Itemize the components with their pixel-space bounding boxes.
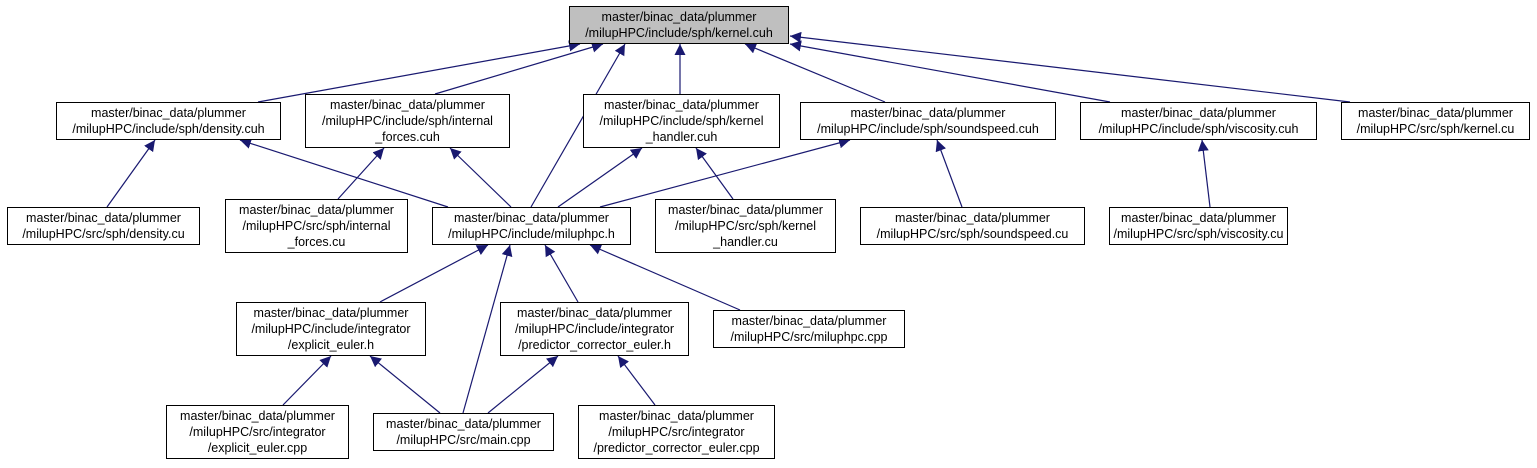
dependency-edge-12 (557, 147, 643, 208)
node-internal-forces-cu[interactable]: master/binac_data/plummer /milupHPC/src/… (225, 199, 408, 253)
node-label-line: master/binac_data/plummer (253, 306, 409, 320)
dependency-edge-23 (487, 355, 559, 414)
node-label-line: master/binac_data/plummer (1121, 106, 1276, 120)
dependency-edge-13 (695, 147, 734, 200)
dependency-edge-6 (789, 40, 1111, 103)
node-label-line: /milupHPC/src/sph/kernel (674, 219, 816, 233)
node-label-line: /explicit_euler.h (287, 338, 375, 352)
node-label-line: /milupHPC/include/sph/density.cuh (72, 122, 265, 136)
node-miluphpc-h[interactable]: master/binac_data/plummer /milupHPC/incl… (432, 207, 631, 245)
node-label-line: master/binac_data/plummer (604, 98, 759, 112)
dependency-edge-9 (337, 147, 385, 200)
dependency-edge-11 (449, 147, 512, 208)
node-label-line: _handler.cuh (645, 130, 718, 144)
dependency-edge-21 (282, 355, 332, 406)
node-internal-forces-cuh[interactable]: master/binac_data/plummer /milupHPC/incl… (305, 94, 510, 148)
node-label-line: /milupHPC/src/main.cpp (396, 433, 531, 447)
node-soundspeed-cu[interactable]: master/binac_data/plummer /milupHPC/src/… (860, 207, 1085, 245)
node-soundspeed-cuh[interactable]: master/binac_data/plummer /milupHPC/incl… (800, 102, 1056, 140)
dependency-edge-18 (462, 244, 513, 414)
node-kernel-handler-cuh[interactable]: master/binac_data/plummer /milupHPC/incl… (583, 94, 780, 148)
node-label-line: master/binac_data/plummer (517, 306, 672, 320)
node-label-line: /milupHPC/src/sph/internal (242, 219, 391, 233)
node-label-line: /milupHPC/src/integrator (189, 425, 326, 439)
dependency-edge-20 (589, 244, 741, 311)
node-label-line: /milupHPC/include/sph/soundspeed.cuh (817, 122, 1039, 136)
dependency-edge-2 (434, 41, 604, 95)
node-label-line: master/binac_data/plummer (850, 106, 1006, 120)
node-label-line: master/binac_data/plummer (386, 417, 541, 431)
node-label-line: master/binac_data/plummer (1121, 211, 1276, 225)
node-kernel-handler-cu[interactable]: master/binac_data/plummer /milupHPC/src/… (655, 199, 836, 253)
node-label-line: master/binac_data/plummer (239, 203, 394, 217)
node-label-line: master/binac_data/plummer (330, 98, 485, 112)
node-miluphpc-cpp[interactable]: master/binac_data/plummer /milupHPC/src/… (713, 310, 905, 348)
node-label-line: /milupHPC/src/integrator (608, 425, 745, 439)
node-label-line: /predictor_corrector_euler.h (518, 338, 671, 352)
node-density-cu[interactable]: master/binac_data/plummer /milupHPC/src/… (7, 207, 200, 245)
node-label-line: /predictor_corrector_euler.cpp (593, 441, 760, 455)
node-label-line: _forces.cuh (375, 130, 440, 144)
node-label-line: /milupHPC/include/miluphpc.h (448, 227, 615, 241)
node-label-line: /milupHPC/src/sph/kernel.cu (1356, 122, 1515, 136)
node-label-line: master/binac_data/plummer (180, 409, 335, 423)
dependency-edge-8 (106, 139, 156, 208)
node-label-line: /milupHPC/src/sph/soundspeed.cu (876, 227, 1069, 241)
node-explicit-euler-h[interactable]: master/binac_data/plummer /milupHPC/incl… (236, 302, 426, 356)
dependency-edge-16 (1197, 139, 1211, 208)
node-predictor-corrector-euler-h[interactable]: master/binac_data/plummer /milupHPC/incl… (500, 302, 689, 356)
node-label-line: master/binac_data/plummer (26, 211, 181, 225)
node-label-line: /explicit_euler.cpp (207, 441, 308, 455)
node-label-line: master/binac_data/plummer (668, 203, 823, 217)
node-label-line: master/binac_data/plummer (601, 10, 757, 24)
dependency-edge-14 (599, 137, 851, 208)
node-kernel-cu[interactable]: master/binac_data/plummer /milupHPC/src/… (1341, 102, 1530, 140)
node-label-line: master/binac_data/plummer (454, 211, 609, 225)
dependency-edge-10 (239, 138, 449, 208)
dependency-edge-1 (257, 40, 581, 103)
node-label-line: master/binac_data/plummer (731, 314, 887, 328)
dependency-edge-22 (369, 355, 441, 414)
node-explicit-euler-cpp[interactable]: master/binac_data/plummer /milupHPC/src/… (166, 405, 349, 459)
node-viscosity-cuh[interactable]: master/binac_data/plummer /milupHPC/incl… (1080, 102, 1317, 140)
node-density-cuh[interactable]: master/binac_data/plummer /milupHPC/incl… (56, 102, 281, 140)
node-label-line: master/binac_data/plummer (895, 211, 1050, 225)
dependency-edge-19 (544, 244, 579, 303)
dependency-edge-7 (789, 31, 1351, 103)
node-label-line: master/binac_data/plummer (599, 409, 754, 423)
node-label-line: /milupHPC/include/sph/viscosity.cuh (1098, 122, 1299, 136)
node-label-line: _forces.cu (287, 235, 346, 249)
dependency-edge-15 (935, 139, 963, 208)
node-label-line: /milupHPC/include/sph/kernel.cuh (585, 26, 773, 40)
node-label-line: master/binac_data/plummer (91, 106, 246, 120)
dependency-edge-17 (379, 244, 489, 303)
dependency-edge-24 (617, 355, 656, 406)
node-kernel-cuh: master/binac_data/plummer /milupHPC/incl… (569, 6, 789, 44)
node-predictor-corrector-euler-cpp[interactable]: master/binac_data/plummer /milupHPC/src/… (578, 405, 775, 459)
dependency-edge-3 (530, 43, 626, 208)
node-label-line: master/binac_data/plummer (1358, 106, 1513, 120)
dependency-edge-5 (744, 43, 886, 103)
node-label-line: /milupHPC/src/sph/viscosity.cu (1113, 227, 1284, 241)
node-main-cpp[interactable]: master/binac_data/plummer /milupHPC/src/… (373, 413, 554, 451)
node-label-line: /milupHPC/include/sph/internal (322, 114, 493, 128)
node-label-line: /milupHPC/include/integrator (514, 322, 675, 336)
node-viscosity-cu[interactable]: master/binac_data/plummer /milupHPC/src/… (1109, 207, 1288, 245)
node-label-line: _handler.cu (713, 235, 778, 249)
node-label-line: /milupHPC/src/miluphpc.cpp (730, 330, 888, 344)
node-label-line: /milupHPC/src/sph/density.cu (22, 227, 185, 241)
node-label-line: /milupHPC/include/integrator (251, 322, 411, 336)
node-label-line: /milupHPC/include/sph/kernel (599, 114, 764, 128)
